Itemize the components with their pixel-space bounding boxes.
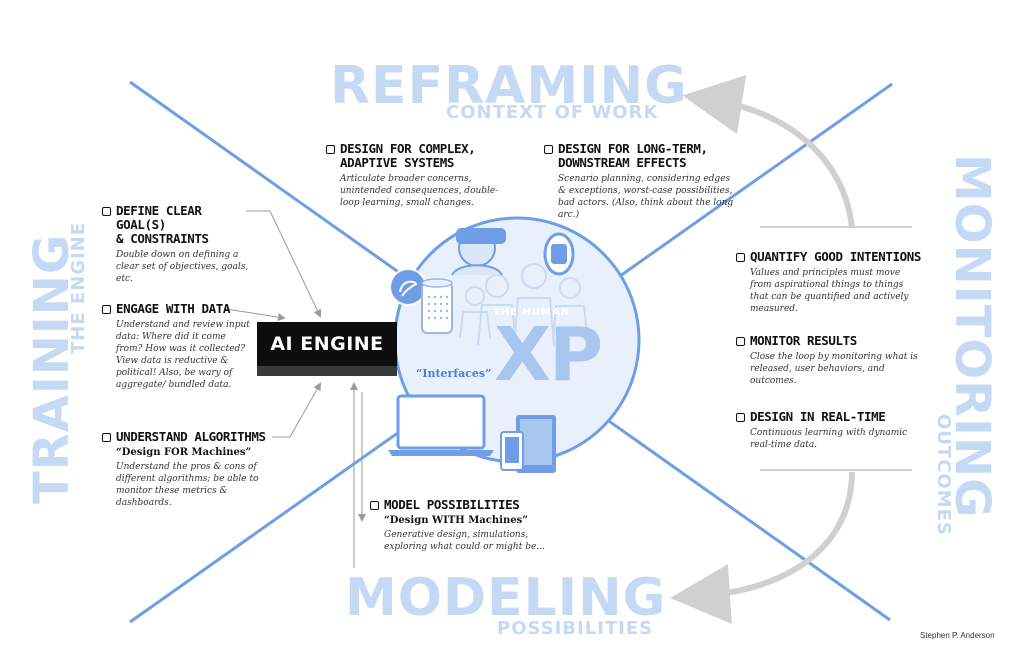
bottom-flow-arrow (670, 471, 855, 624)
item-monitor-results: MONITOR RESULTS Close the loop by monito… (736, 334, 922, 387)
human-xp-label: THE HUMAN (493, 307, 571, 318)
item-description: Understand the pros & cons of different … (116, 462, 259, 508)
checkbox-icon[interactable] (736, 253, 745, 262)
item-understand-algorithms: UNDERSTAND ALGORITHMS “Design FOR Machin… (102, 430, 280, 509)
checkbox-icon[interactable] (736, 337, 745, 346)
checkbox-icon[interactable] (544, 145, 553, 154)
monitoring-subtitle: OUTCOMES (933, 414, 954, 536)
modeling-title: MODELING (345, 568, 667, 628)
item-title-line: QUANTIFY GOOD INTENTIONS (750, 249, 922, 264)
laptop-icon (388, 394, 494, 456)
people-figures (459, 263, 589, 347)
item-title-line: & CONSTRAINTS (116, 231, 209, 246)
tablet-phone-icon (500, 415, 556, 473)
item-tagline: “Design FOR Machines” (116, 447, 252, 458)
item-quantify: QUANTIFY GOOD INTENTIONS Values and prin… (736, 250, 922, 315)
checkbox-icon[interactable] (370, 501, 379, 510)
monitoring-title: MONITORING (944, 154, 1000, 519)
item-title-line: MONITOR RESULTS (750, 333, 857, 348)
item-description: Understand and review input data: Where … (116, 320, 250, 390)
item-description: Close the loop by monitoring what is rel… (750, 352, 918, 386)
ai-engine-block: AI ENGINE (257, 322, 397, 366)
item-title-line: ADAPTIVE SYSTEMS (340, 155, 455, 170)
item-description: Continuous learning with dynamic real-ti… (750, 428, 908, 450)
item-description: Scenario planning, considering edges & e… (558, 174, 734, 220)
item-engage-data: ENGAGE WITH DATA Understand and review i… (102, 302, 252, 391)
vr-headset-person (451, 228, 506, 276)
checkbox-icon[interactable] (102, 433, 111, 442)
item-title-line: DESIGN FOR LONG-TERM, (558, 141, 708, 156)
item-description: Double down on defining a clear set of o… (116, 250, 249, 284)
item-define-goals: DEFINE CLEAR GOAL(S) & CONSTRAINTS Doubl… (102, 204, 252, 285)
human-xp-big: XP (494, 312, 603, 398)
interfaces-label: “Interfaces” (416, 367, 492, 380)
wearable-band-icon (543, 232, 575, 276)
checkbox-icon[interactable] (736, 413, 745, 422)
top-flow-arrow (682, 74, 855, 229)
reframing-subtitle: CONTEXT OF WORK (446, 102, 659, 123)
item-design-longterm: DESIGN FOR LONG-TERM, DOWNSTREAM EFFECTS… (544, 142, 736, 221)
item-description: Generative design, simulations, explorin… (384, 530, 545, 552)
item-title-line: DEFINE CLEAR GOAL(S) (116, 203, 202, 232)
item-description: Values and principles must move from asp… (750, 268, 909, 314)
modeling-subtitle: POSSIBILITIES (497, 618, 654, 639)
item-title-line: DESIGN IN REAL-TIME (750, 409, 886, 424)
item-title-line: MODEL POSSIBILITIES (384, 497, 520, 512)
author-credit: Stephen P. Anderson (920, 631, 995, 640)
goals-connector (246, 210, 322, 318)
checkbox-icon[interactable] (326, 145, 335, 154)
smart-speaker-icon (389, 268, 453, 334)
checkbox-icon[interactable] (102, 207, 111, 216)
algorithms-connector (272, 382, 321, 438)
item-description: Articulate broader concerns, unintended … (340, 174, 499, 208)
item-design-realtime: DESIGN IN REAL-TIME Continuous learning … (736, 410, 922, 451)
reframing-title: REFRAMING (330, 56, 688, 116)
item-title-line: UNDERSTAND ALGORITHMS (116, 429, 266, 444)
item-title-line: DESIGN FOR COMPLEX, (340, 141, 476, 156)
item-model-possibilities: MODEL POSSIBILITIES “Design WITH Machine… (370, 498, 566, 553)
item-tagline: “Design WITH Machines” (384, 515, 528, 526)
ai-engine-base (257, 366, 397, 376)
item-design-complex: DESIGN FOR COMPLEX, ADAPTIVE SYSTEMS Art… (326, 142, 512, 209)
checkbox-icon[interactable] (102, 305, 111, 314)
item-title-line: ENGAGE WITH DATA (116, 301, 231, 316)
item-title-line: DOWNSTREAM EFFECTS (558, 155, 687, 170)
data-connector (225, 308, 286, 322)
training-subtitle: THE ENGINE (68, 221, 89, 354)
